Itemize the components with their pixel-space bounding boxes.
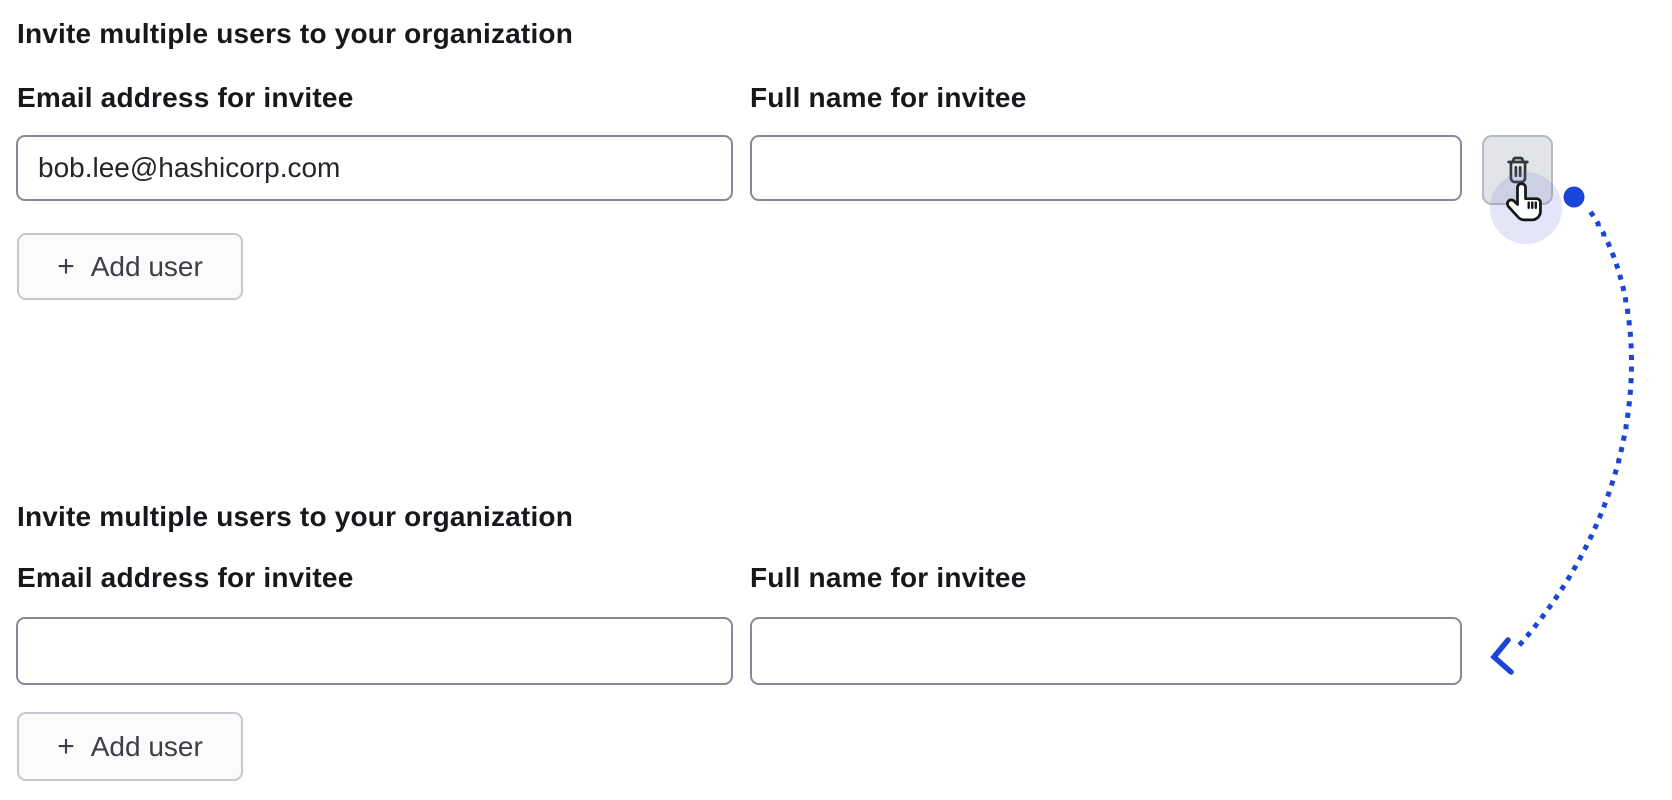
section1-title: Invite multiple users to your organizati… [17, 18, 574, 49]
section1-email-input[interactable] [16, 135, 733, 201]
click-indicator-dot [1563, 186, 1585, 208]
arrowhead [1490, 637, 1514, 675]
arrow-dotted-curve [1512, 210, 1634, 653]
section2-fullname-input[interactable] [750, 617, 1462, 685]
add-user-label: Add user [90, 250, 203, 282]
section1-fullname-label: Full name for invitee [750, 82, 1027, 113]
section2-title: Invite multiple users to your organizati… [17, 501, 574, 532]
plus-icon: + [57, 729, 75, 763]
section2-add-user-button[interactable]: + Add user [17, 712, 243, 781]
section1-add-user-button[interactable]: + Add user [17, 233, 243, 300]
section2-fullname-label: Full name for invitee [750, 562, 1027, 593]
section2-email-input[interactable] [16, 617, 733, 685]
section1-fullname-input[interactable] [750, 135, 1462, 201]
section1-email-label: Email address for invitee [17, 82, 354, 113]
add-user-label: Add user [90, 730, 203, 762]
plus-icon: + [57, 249, 75, 283]
hand-pointer-icon [1506, 182, 1542, 222]
trash-icon [1506, 156, 1529, 184]
section2-email-label: Email address for invitee [17, 562, 354, 593]
